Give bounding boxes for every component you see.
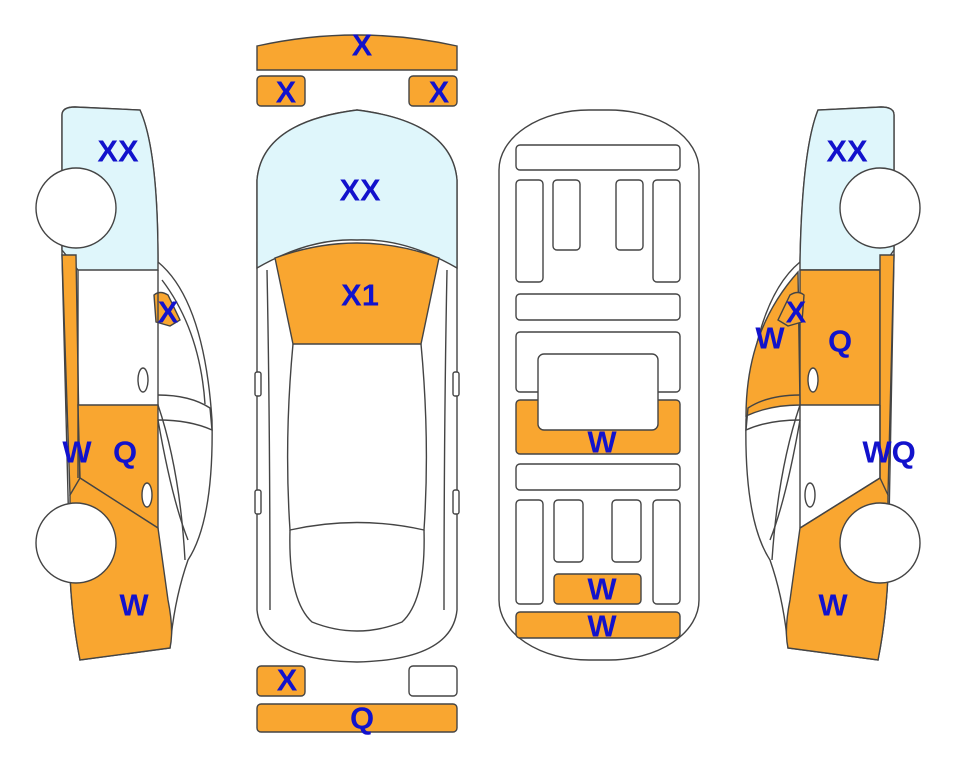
left-mirror-top xyxy=(254,371,262,397)
rear-bumper-panel[interactable] xyxy=(256,703,458,733)
left-tail-light-panel[interactable] xyxy=(256,665,306,697)
right-handle-1 xyxy=(807,367,819,393)
right-front-wheel xyxy=(839,167,921,249)
hood-panel[interactable] xyxy=(274,242,440,345)
underbody-tank xyxy=(537,353,659,431)
right-headlight-panel[interactable] xyxy=(408,75,458,107)
rear-window-outline xyxy=(289,529,425,632)
right-door-line xyxy=(799,405,881,529)
underbody-cross-member-1 xyxy=(515,293,681,321)
right-side-view: XX X W Q WQ W xyxy=(745,106,921,661)
right-rocker-label: WQ xyxy=(862,435,915,470)
left-front-wheel xyxy=(35,167,117,249)
right-windshield-label: XX xyxy=(826,134,868,169)
underbody-cross-member-2 xyxy=(515,463,681,491)
underbody-rear-panel[interactable] xyxy=(553,573,642,605)
underbody-front-left-rail xyxy=(515,179,544,283)
right-fender-arc xyxy=(771,404,801,561)
underbody-rear-sill-label: W xyxy=(587,609,617,644)
windshield-panel[interactable] xyxy=(256,109,458,270)
underbody-rear-left-rail xyxy=(515,499,544,605)
rear-bumper-label: Q xyxy=(350,701,374,736)
left-side-view: XX X W Q W xyxy=(35,106,213,661)
left-headlight-label: X xyxy=(276,75,297,110)
right-front-fender-label: W xyxy=(818,588,848,623)
right-handle-top xyxy=(452,489,460,515)
underbody-rear-panel-label: W xyxy=(587,572,617,607)
underbody-center-label: W xyxy=(587,425,617,460)
windshield-label: XX xyxy=(339,173,381,208)
left-front-fender-label: W xyxy=(119,588,149,623)
right-mirror-top xyxy=(452,371,460,397)
underbody-front-right-rail xyxy=(652,179,681,283)
right-rear-wheel xyxy=(839,502,921,584)
left-rocker-label: W xyxy=(62,435,92,470)
left-mirror-panel[interactable] xyxy=(153,291,181,327)
left-rear-window-curve xyxy=(161,279,206,405)
left-windshield-label: XX xyxy=(97,134,139,169)
right-door-edge-label: W xyxy=(755,321,785,356)
right-handle-2 xyxy=(804,482,816,508)
top-view: X X X XX X1 X Q xyxy=(254,28,460,736)
underbody-rear-left-inner xyxy=(553,499,584,563)
left-handle-top xyxy=(254,489,262,515)
underbody-front-bar xyxy=(515,144,681,171)
front-bumper-label: X xyxy=(352,28,373,63)
left-headlight-panel[interactable] xyxy=(256,75,306,107)
underbody-front-right-inner xyxy=(615,179,644,251)
right-tail-light-panel[interactable] xyxy=(408,665,458,697)
underbody-rear-right-inner xyxy=(611,499,642,563)
roof-outline xyxy=(286,343,428,531)
underbody-view: W W W xyxy=(498,109,700,661)
hood-label: X1 xyxy=(341,278,379,313)
right-pillar-line xyxy=(443,269,448,611)
left-pillar-line xyxy=(266,269,271,611)
right-front-door-label: Q xyxy=(828,324,852,359)
left-handle-2 xyxy=(141,482,153,508)
right-mirror-panel[interactable] xyxy=(777,291,805,327)
front-bumper-panel[interactable] xyxy=(256,34,458,71)
left-tail-light-label: X xyxy=(277,663,298,698)
underbody-rear-right-rail xyxy=(652,499,681,605)
left-front-door-label: Q xyxy=(113,435,137,470)
left-mirror-label: X xyxy=(158,295,179,330)
left-rear-wheel xyxy=(35,502,117,584)
right-headlight-label: X xyxy=(429,75,450,110)
right-mirror-label: X xyxy=(786,295,807,330)
left-handle-1 xyxy=(137,367,149,393)
left-lower-curve xyxy=(157,419,189,541)
right-lower-curve xyxy=(769,419,801,541)
right-side-window xyxy=(745,394,801,432)
underbody-front-left-inner xyxy=(552,179,581,251)
left-side-window xyxy=(157,394,213,432)
underbody-rear-sill[interactable] xyxy=(515,611,681,639)
